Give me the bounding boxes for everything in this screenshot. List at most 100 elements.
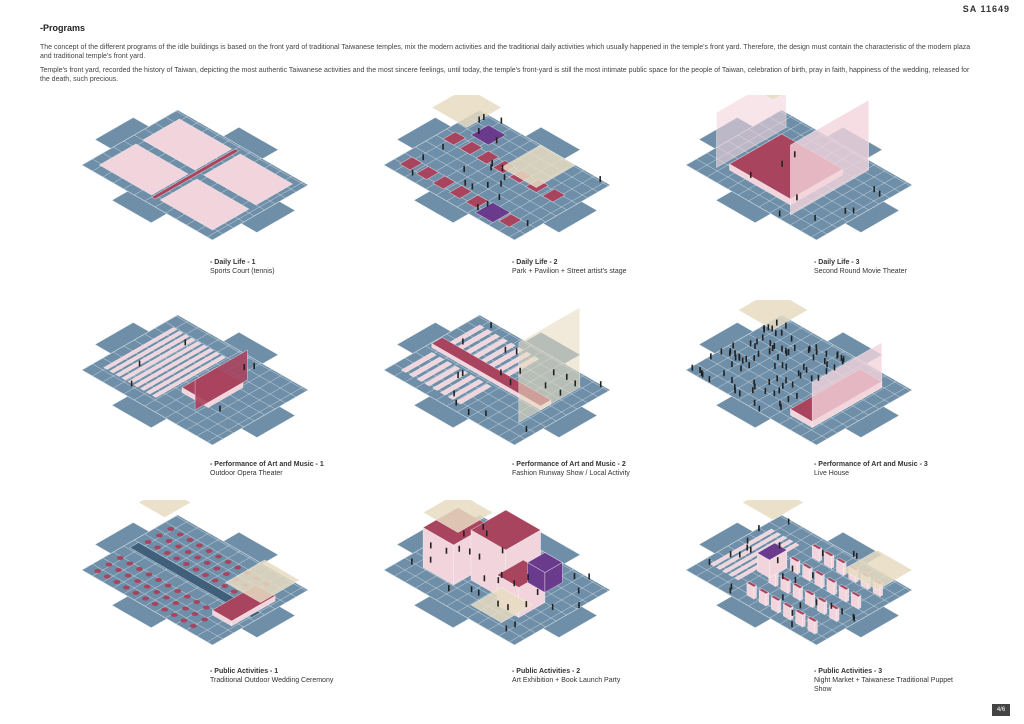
person-figure bbox=[799, 602, 802, 609]
banquet-table bbox=[165, 539, 173, 543]
seat-row bbox=[139, 348, 215, 391]
stage-wall bbox=[811, 341, 883, 429]
banquet-table bbox=[184, 550, 192, 554]
grid-line bbox=[706, 326, 803, 383]
person-figure bbox=[482, 523, 485, 530]
banquet-table bbox=[223, 572, 230, 576]
market-stall-top bbox=[758, 588, 770, 595]
banquet-table bbox=[183, 562, 190, 566]
person-figure bbox=[785, 363, 788, 370]
person-figure bbox=[731, 361, 733, 368]
grid-line bbox=[509, 386, 606, 443]
live-house-diagram bbox=[685, 300, 913, 446]
seat-row bbox=[133, 344, 208, 388]
seat-row bbox=[145, 351, 221, 395]
screen-wall bbox=[790, 99, 869, 216]
banquet-table bbox=[175, 544, 182, 549]
person-figure bbox=[781, 345, 783, 352]
grid-line bbox=[186, 374, 283, 431]
planter bbox=[448, 185, 473, 199]
panel-title: - Daily Life - 2 bbox=[512, 259, 558, 266]
market-stall-top bbox=[807, 616, 819, 623]
panel-title: - Performance of Art and Music - 2 bbox=[512, 461, 626, 468]
grid-line bbox=[383, 314, 480, 371]
banquet-table bbox=[234, 565, 242, 570]
person-figure bbox=[758, 405, 761, 412]
plaza-wing bbox=[542, 406, 598, 438]
person-figure bbox=[782, 382, 784, 389]
planter bbox=[432, 175, 456, 190]
person-figure bbox=[442, 143, 444, 150]
sheet-id: SA 11649 bbox=[962, 4, 1010, 14]
market-stall-top bbox=[826, 577, 838, 584]
screen-wall bbox=[716, 95, 787, 169]
market-stall-side bbox=[833, 580, 837, 596]
person-figure bbox=[463, 530, 465, 537]
person-figure bbox=[745, 355, 748, 362]
banquet-table bbox=[155, 578, 162, 582]
person-figure bbox=[138, 360, 141, 367]
person-figure bbox=[577, 587, 580, 594]
panel-subtitle: Live House bbox=[814, 470, 850, 477]
person-figure bbox=[429, 542, 432, 549]
person-figure bbox=[785, 350, 788, 357]
person-figure bbox=[422, 154, 425, 161]
person-figure bbox=[483, 114, 485, 121]
person-figure bbox=[462, 338, 464, 345]
panel-subtitle: Fashion Runway Show / Local Activity bbox=[512, 470, 630, 477]
panel-public-1: - Public Activities - 1 Traditional Outd… bbox=[62, 500, 362, 700]
banquet-table bbox=[134, 579, 142, 583]
person-figure bbox=[761, 334, 764, 341]
seat-row bbox=[127, 341, 202, 384]
person-figure bbox=[500, 117, 503, 124]
person-figure bbox=[486, 200, 489, 207]
person-figure bbox=[527, 573, 529, 580]
market-stall-top bbox=[816, 596, 828, 603]
person-figure bbox=[525, 601, 528, 608]
planter bbox=[442, 131, 467, 146]
person-figure bbox=[841, 608, 843, 615]
grid-line bbox=[81, 514, 178, 571]
person-figure bbox=[477, 204, 479, 211]
person-figure bbox=[551, 603, 554, 610]
audience-row bbox=[439, 374, 476, 396]
grid-line bbox=[404, 557, 536, 634]
banquet-table bbox=[186, 538, 194, 542]
person-figure bbox=[791, 621, 793, 628]
person-figure bbox=[803, 363, 805, 370]
grid-line bbox=[207, 386, 304, 443]
banquet-table bbox=[189, 624, 197, 628]
person-figure bbox=[778, 542, 781, 549]
movie-theater-diagram bbox=[685, 95, 913, 241]
person-figure bbox=[780, 403, 782, 410]
pavilion-canopy bbox=[500, 144, 577, 188]
person-figure bbox=[701, 371, 704, 378]
seat-row bbox=[109, 330, 184, 374]
panel-subtitle: Outdoor Opera Theater bbox=[210, 470, 283, 477]
person-figure bbox=[513, 580, 516, 587]
person-figure bbox=[778, 387, 781, 394]
market-stall-side bbox=[836, 607, 840, 623]
wedding-ceremony-diagram bbox=[81, 500, 309, 646]
puppet-seat-row bbox=[715, 532, 782, 570]
grid-line bbox=[696, 363, 828, 440]
banquet-table bbox=[151, 602, 159, 606]
grid-line bbox=[685, 514, 782, 571]
person-figure bbox=[729, 348, 732, 355]
banquet-table bbox=[132, 591, 140, 595]
panel-caption: - Public Activities - 2 Art Exhibition +… bbox=[512, 667, 620, 685]
panel-daily-life-1: - Daily Life - 1 Sports Court (tennis) bbox=[62, 95, 362, 295]
person-figure bbox=[599, 176, 601, 183]
person-figure bbox=[757, 350, 760, 357]
banquet-table bbox=[164, 583, 172, 588]
person-figure bbox=[253, 362, 255, 369]
person-figure bbox=[821, 550, 824, 557]
shade-canopy bbox=[841, 549, 913, 591]
person-figure bbox=[731, 376, 733, 383]
banquet-table bbox=[153, 590, 161, 594]
person-figure bbox=[824, 358, 826, 365]
person-figure bbox=[467, 409, 470, 416]
grid-line bbox=[81, 569, 213, 646]
stage-backdrop bbox=[194, 349, 248, 411]
grid-line bbox=[92, 563, 224, 640]
